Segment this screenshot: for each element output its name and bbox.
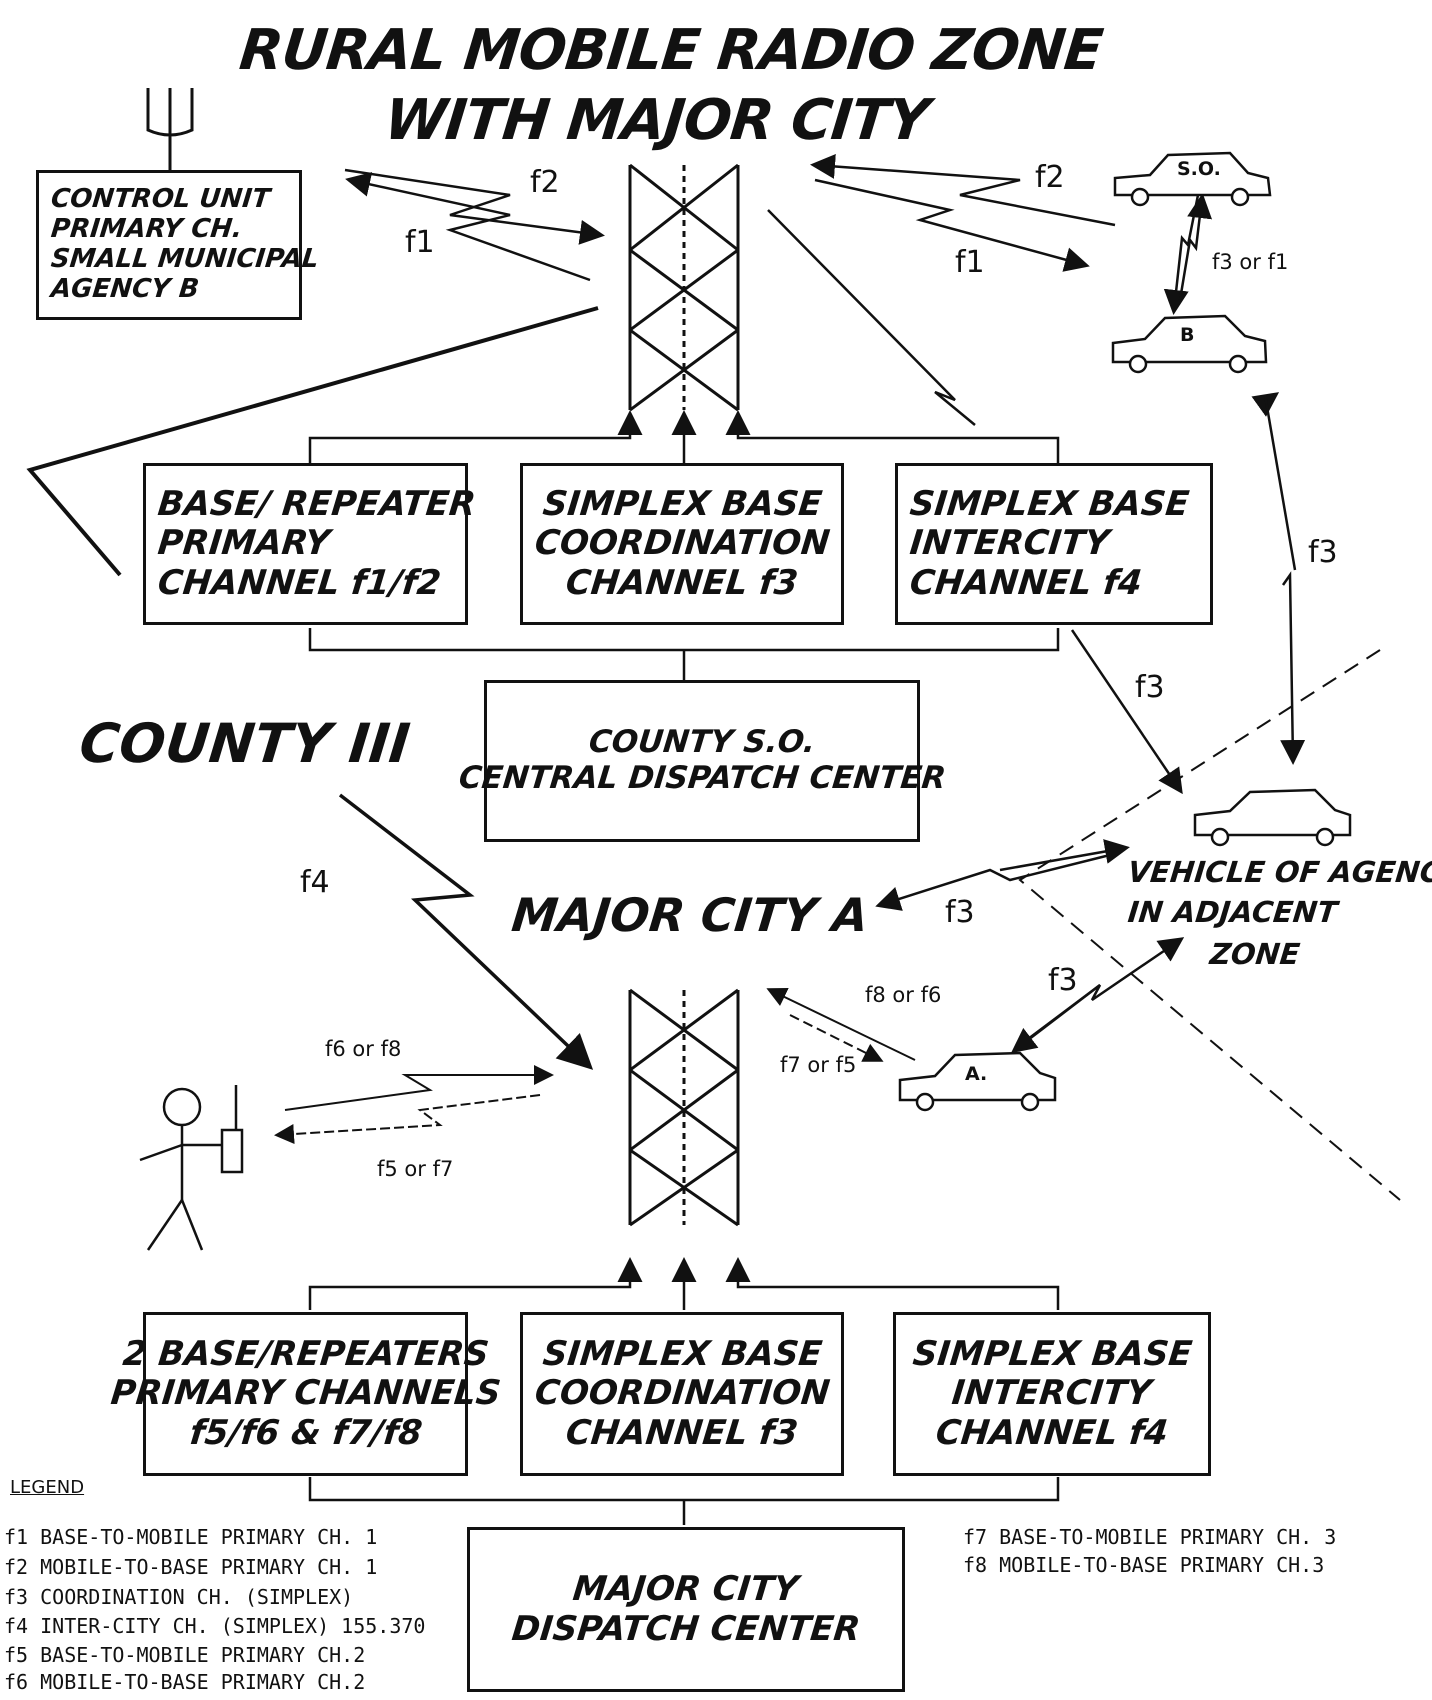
legend-item: f7 BASE-TO-MOBILE PRIMARY CH. 3	[963, 1527, 1336, 1547]
antenna-icon	[148, 88, 192, 170]
box-text-line: DISPATCH CENTER	[510, 1610, 862, 1649]
control-unit-box: CONTROL UNIT PRIMARY CH. SMALL MUNICIPAL…	[36, 170, 302, 320]
box-text-line: f5/f6 & f7/f8	[187, 1414, 423, 1453]
link-adjacent-city	[880, 848, 1125, 905]
legend-item: f1 BASE-TO-MOBILE PRIMARY CH. 1	[4, 1527, 377, 1547]
box-text-line: SIMPLEX BASE	[541, 485, 824, 524]
freq-label: f2	[530, 165, 560, 200]
box-text-line: CENTRAL DISPATCH CENTER	[457, 761, 947, 797]
person-with-radio-icon	[140, 1085, 242, 1250]
box-text-line: CHANNEL f4	[934, 1414, 1170, 1453]
box-text-line: INTERCITY	[908, 524, 1111, 563]
box-text-line: SIMPLEX BASE	[541, 1335, 824, 1374]
control-unit-line: PRIMARY CH.	[49, 215, 243, 245]
county-label: COUNTY III	[77, 712, 413, 775]
adjacent-vehicle-line3: ZONE	[1208, 937, 1301, 971]
freq-label: f1	[955, 245, 985, 280]
freq-label: f5 or f7	[377, 1157, 453, 1181]
freq-label: f3	[945, 895, 975, 930]
box-text-line: CHANNEL f1/f2	[156, 564, 443, 603]
city-dispatch-box: MAJOR CITY DISPATCH CENTER	[467, 1527, 905, 1692]
box-text-line: INTERCITY	[950, 1374, 1153, 1413]
box-text-line: COORDINATION	[533, 524, 832, 563]
county-intercity-box: SIMPLEX BASE INTERCITY CHANNEL f4	[895, 463, 1213, 625]
freq-label: f2	[1035, 160, 1065, 195]
box-text-line: 2 BASE/REPEATERS	[121, 1335, 491, 1374]
box-text-line: BASE/ REPEATER	[156, 485, 478, 524]
link-so-b	[1174, 195, 1202, 310]
b-car-label: B	[1180, 324, 1194, 346]
freq-label: f4	[300, 865, 330, 900]
city-coordination-box: SIMPLEX BASE COORDINATION CHANNEL f3	[520, 1312, 844, 1476]
link-person-tower	[278, 1075, 550, 1135]
tower-icon	[630, 165, 738, 410]
city-repeaters-box: 2 BASE/REPEATERS PRIMARY CHANNELS f5/f6 …	[143, 1312, 468, 1476]
box-text-line: SIMPLEX BASE	[908, 485, 1191, 524]
county-coordination-box: SIMPLEX BASE COORDINATION CHANNEL f3	[520, 463, 844, 625]
county-base-repeater-box: BASE/ REPEATER PRIMARY CHANNEL f1/f2	[143, 463, 468, 625]
freq-label: f1	[405, 225, 435, 260]
legend-item: f5 BASE-TO-MOBILE PRIMARY CH.2	[4, 1645, 365, 1665]
freq-label: f7 or f5	[780, 1053, 856, 1077]
freq-label: f8 or f6	[865, 983, 941, 1007]
control-unit-line: AGENCY B	[49, 275, 200, 305]
freq-label: f3 or f1	[1212, 250, 1288, 274]
freq-label: f3	[1308, 535, 1338, 570]
box-text-line: CHANNEL f4	[908, 564, 1144, 603]
control-unit-line: CONTROL UNIT	[49, 185, 271, 215]
freq-label: f6 or f8	[325, 1037, 401, 1061]
box-text-line: CHANNEL f3	[564, 564, 800, 603]
adjacent-vehicle-line1: VEHICLE OF AGENCY	[1126, 855, 1432, 889]
diagram-title-line1: RURAL MOBILE RADIO ZONE	[237, 18, 1106, 83]
major-city-label: MAJOR CITY A	[509, 888, 871, 942]
legend-item: f4 INTER-CITY CH. (SIMPLEX) 155.370	[4, 1616, 425, 1636]
legend-item: f6 MOBILE-TO-BASE PRIMARY CH.2	[4, 1672, 365, 1692]
box-text-line: COUNTY S.O.	[587, 725, 817, 761]
legend-item: f8 MOBILE-TO-BASE PRIMARY CH.3	[963, 1555, 1324, 1575]
freq-label: f3	[1048, 963, 1078, 998]
city-intercity-box: SIMPLEX BASE INTERCITY CHANNEL f4	[893, 1312, 1211, 1476]
so-car-label: S.O.	[1177, 158, 1221, 180]
control-unit-line: SMALL MUNICIPAL	[49, 245, 320, 275]
box-text-line: PRIMARY CHANNELS	[109, 1374, 503, 1413]
tower-icon	[630, 990, 738, 1225]
diagram-title-line2: WITH MAJOR CITY	[382, 88, 932, 153]
adjacent-vehicle-line2: IN ADJACENT	[1126, 895, 1339, 929]
legend-title: LEGEND	[10, 1477, 84, 1498]
car-icon	[1195, 790, 1350, 845]
freq-label: f3	[1135, 670, 1165, 705]
link-intercity-adjacent	[1072, 630, 1180, 790]
box-text-line: CHANNEL f3	[564, 1414, 800, 1453]
county-dispatch-box: COUNTY S.O. CENTRAL DISPATCH CENTER	[484, 680, 920, 842]
box-text-line: MAJOR CITY	[571, 1570, 800, 1609]
link-tower-intercity	[768, 210, 975, 425]
link-control-unit-tower	[345, 170, 600, 280]
box-text-line: COORDINATION	[533, 1374, 832, 1413]
legend-item: f2 MOBILE-TO-BASE PRIMARY CH. 1	[4, 1557, 377, 1577]
box-text-line: SIMPLEX BASE	[911, 1335, 1194, 1374]
a-car-label: A.	[965, 1063, 987, 1085]
link-b-adjacent	[1265, 395, 1295, 760]
legend-item: f3 COORDINATION CH. (SIMPLEX)	[4, 1587, 353, 1607]
box-text-line: PRIMARY	[156, 524, 332, 563]
